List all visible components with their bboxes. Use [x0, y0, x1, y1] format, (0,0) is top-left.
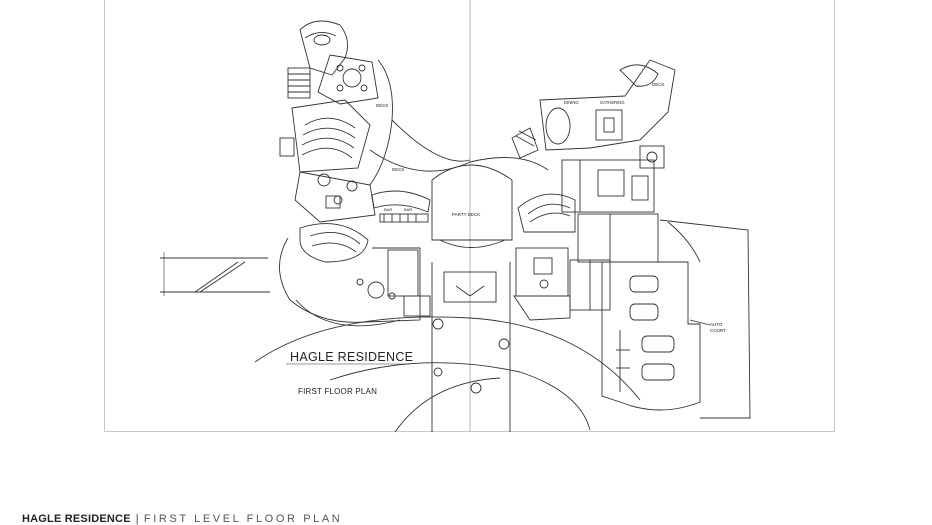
- room-label-bar-left: BAR: [384, 207, 392, 212]
- room-label-bar-right: BAR: [404, 207, 412, 212]
- caption-separator: |: [135, 513, 139, 525]
- caption-project: HAGLE RESIDENCE: [22, 513, 131, 525]
- room-label-dining: DINING: [564, 100, 579, 105]
- room-label-auto: AUTO: [710, 322, 723, 327]
- floor-plan-drawing: DECK DECK DECK PARTY DECK BAR BAR DINING…: [160, 0, 751, 433]
- garage-cars: [629, 275, 675, 381]
- room-label-deck-west: DECK: [376, 103, 389, 108]
- central-curve-wall: [369, 149, 549, 172]
- dining-gathering-wing: [539, 59, 676, 151]
- east-spiral-stair: [517, 193, 576, 233]
- room-label-gathering: GATHERING: [600, 100, 625, 105]
- front-drive-curve: [254, 316, 641, 401]
- plan-subtitle: FIRST FLOOR PLAN: [298, 387, 377, 396]
- west-lower-rooms: [279, 237, 421, 323]
- east-round-deck: [619, 64, 659, 87]
- west-upper-stair: [287, 67, 311, 99]
- room-label-party-deck: PARTY DECK: [452, 212, 480, 217]
- west-spiral-stair: [299, 223, 369, 263]
- room-label-court: COURT: [710, 328, 726, 333]
- west-lounge: [317, 54, 379, 105]
- west-sitting-area: [294, 171, 376, 223]
- theater-room: [291, 99, 371, 173]
- plan-title: HAGLE RESIDENCE: [290, 350, 413, 364]
- dining-table: [545, 107, 571, 145]
- party-deck-area: [431, 164, 513, 241]
- west-deck-edge: [369, 59, 393, 186]
- auto-court-outline: [659, 219, 751, 419]
- east-utility-rooms: [577, 213, 659, 263]
- kitchen-block: [561, 159, 655, 213]
- room-label-deck-south: DECK: [392, 167, 405, 172]
- bar-area: [371, 190, 431, 223]
- garage: [601, 261, 701, 411]
- west-round-room: [299, 20, 349, 76]
- room-label-deck-east: DECK: [652, 82, 665, 87]
- gathering-sofa: [595, 109, 623, 141]
- east-exterior-stair: [511, 127, 539, 159]
- site-grade-lines: [160, 252, 270, 296]
- figure-caption: HAGLE RESIDENCE | FIRST LEVEL FLOOR PLAN: [22, 513, 342, 525]
- caption-sheet: FIRST LEVEL FLOOR PLAN: [143, 513, 343, 525]
